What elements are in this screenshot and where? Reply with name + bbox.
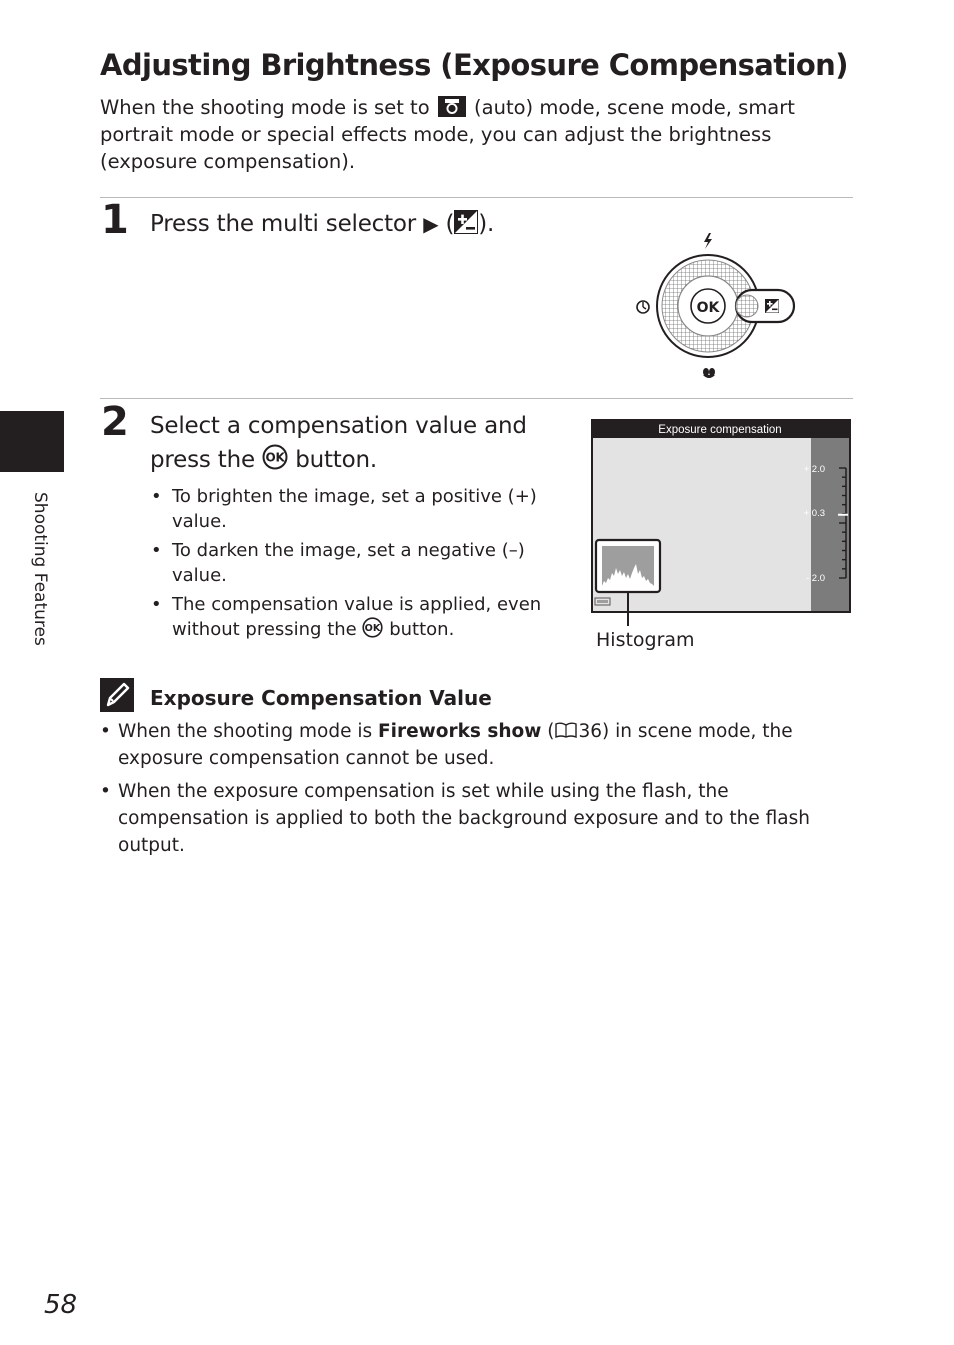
step1-text-start: Press the multi selector [150, 211, 417, 237]
svg-text:OK: OK [365, 623, 381, 634]
battery-icon [594, 597, 611, 606]
list-item: •To brighten the image, set a positive (… [151, 486, 537, 532]
exposure-compensation-icon [454, 210, 479, 234]
step1-text: Press the multi selector ▶ ( ). [150, 210, 495, 237]
divider [100, 398, 853, 399]
list-item: •To darken the image, set a negative (–)… [151, 540, 525, 586]
scale-label-max: + 2.0 [804, 464, 825, 475]
step-number: 1 [101, 197, 129, 243]
note-title: Exposure Compensation Value [150, 686, 492, 710]
svg-text:OK: OK [266, 451, 286, 465]
intro-paragraph: When the shooting mode is set to (auto) … [100, 94, 860, 175]
ok-button-icon: OK [262, 444, 288, 470]
scale-label-selected: + 0.3 [804, 508, 825, 519]
macro-icon [703, 368, 715, 378]
screen-title: Exposure compensation [658, 424, 781, 436]
step2-line2-start: press the [150, 447, 255, 473]
page-title: Adjusting Brightness (Exposure Compensat… [100, 48, 848, 82]
compensation-scale [811, 438, 849, 611]
ok-button-icon: OK [362, 617, 384, 638]
flash-icon [704, 233, 712, 249]
page-number: 58 [44, 1290, 78, 1320]
step2-line2-end: button. [295, 447, 377, 473]
list-item: •The compensation value is applied, even… [151, 594, 542, 640]
pencil-note-icon [100, 678, 134, 712]
step-number: 2 [101, 399, 129, 445]
step2-line1: Select a compensation value and [150, 413, 527, 439]
divider [100, 197, 853, 198]
step2-line2: press the OK button. [150, 443, 527, 477]
histogram-callout-label: Histogram [596, 629, 695, 651]
list-item: •When the exposure compensation is set w… [100, 781, 810, 856]
section-label: Shooting Features [30, 492, 50, 646]
histogram-graph [602, 564, 654, 586]
exposure-compensation-icon [765, 299, 779, 313]
page-reference[interactable]: 36 [578, 721, 602, 742]
fireworks-show-term: Fireworks show [378, 721, 542, 742]
right-arrow-icon: ▶ [423, 212, 439, 236]
camera-icon [437, 96, 466, 117]
multi-selector-illustration: OK [636, 233, 796, 378]
step2-text: Select a compensation value and press th… [150, 409, 527, 477]
step1-text-end: ). [478, 211, 495, 237]
intro-text-end: (auto) mode, scene mode, smart portrait … [100, 96, 795, 173]
step2-bullets: •To brighten the image, set a positive (… [150, 484, 550, 646]
list-item: •When the shooting mode is Fireworks sho… [100, 721, 793, 769]
intro-text-start: When the shooting mode is set to [100, 96, 430, 119]
scale-label-min: - 2.0 [806, 573, 825, 584]
ok-button-label: OK [697, 300, 721, 316]
section-tab [0, 411, 64, 472]
exposure-screen-illustration: Exposure compensation + 2.0 + 0.3 - 2.0 [591, 419, 851, 626]
self-timer-icon [636, 300, 650, 314]
book-reference-icon [555, 722, 578, 739]
note-list: •When the shooting mode is Fireworks sho… [100, 718, 855, 865]
